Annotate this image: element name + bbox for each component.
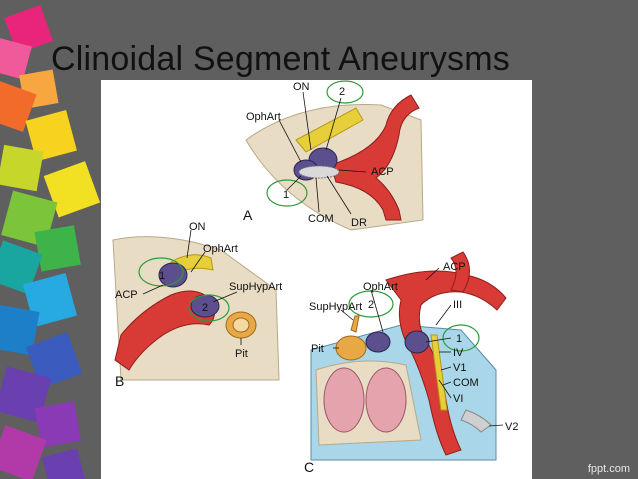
label-2-b: 2: [202, 302, 208, 314]
panel-a: ON 2 OphArt ACP 1 COM DR A: [243, 80, 424, 231]
label-v1-c: V1: [453, 362, 466, 374]
label-2-a: 2: [339, 86, 345, 98]
label-pit-b: Pit: [235, 348, 248, 360]
panel-letter-c: C: [304, 459, 314, 475]
label-1-c: 1: [456, 333, 462, 345]
label-1-b: 1: [159, 270, 165, 282]
label-on-a: ON: [293, 81, 310, 93]
panel-c: ACP OphArt SupHypArt 2 III 1 Pit IV V1 C…: [304, 251, 518, 475]
label-com-a: COM: [308, 213, 334, 225]
label-iii-c: III: [453, 299, 462, 311]
decorative-cubes: [0, 0, 110, 479]
watermark: fppt.com: [587, 463, 630, 475]
label-2-c: 2: [368, 299, 374, 311]
label-ophart-c: OphArt: [363, 281, 398, 293]
label-pit-c: Pit: [311, 343, 324, 355]
label-suphypart-c: SupHypArt: [309, 301, 362, 313]
label-vi-c: VI: [453, 393, 463, 405]
panel-b: ON OphArt SupHypArt ACP 1 2 Pit B: [112, 221, 282, 389]
label-v2-c: V2: [505, 421, 518, 433]
label-on-b: ON: [189, 221, 206, 233]
label-acp-b: ACP: [115, 289, 138, 301]
anatomical-figure: ON 2 OphArt ACP 1 COM DR A: [101, 80, 532, 479]
label-iv-c: IV: [453, 347, 464, 359]
slide-title: Clinoidal Segment Aneurysms: [51, 40, 510, 78]
panel-letter-a: A: [243, 207, 253, 223]
label-com-c: COM: [453, 377, 479, 389]
label-ophart-b: OphArt: [203, 243, 238, 255]
label-dr-a: DR: [351, 217, 367, 229]
label-suphypart-b: SupHypArt: [229, 281, 282, 293]
label-ophart-a: OphArt: [246, 111, 281, 123]
label-acp-c: ACP: [443, 261, 466, 273]
label-acp-a: ACP: [371, 166, 394, 178]
label-1-a: 1: [283, 189, 289, 201]
panel-letter-b: B: [115, 373, 124, 389]
